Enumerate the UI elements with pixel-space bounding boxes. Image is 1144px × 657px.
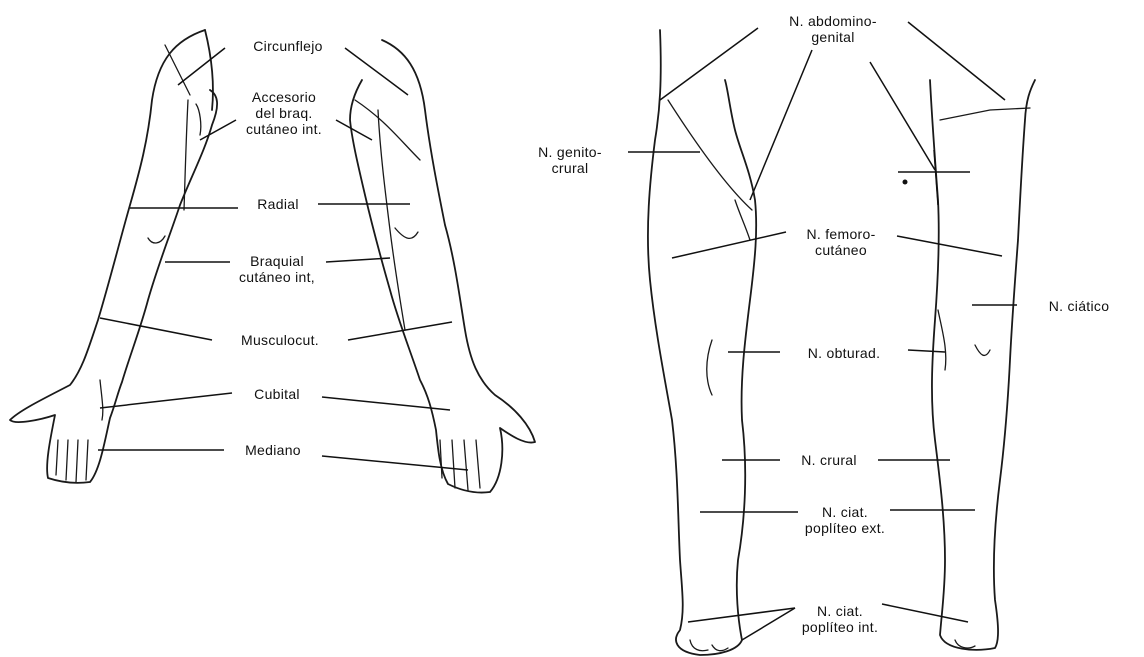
label-cubital: Cubital [232,386,322,402]
label-n-femoro-cutaneo: N. femoro- cutáneo [786,226,896,258]
label-n-obturador: N. obturad. [780,345,908,361]
label-circunflejo: Circunflejo [228,38,348,54]
label-n-ciatico-popliteo-interno: N. ciat. poplíteo int. [790,603,890,635]
label-mediano: Mediano [224,442,322,458]
leg-leader-lines [628,22,1017,640]
label-n-ciatico: N. ciático [1018,298,1140,314]
label-radial: Radial [238,196,318,212]
label-braquial-cutaneo-interno: Braquial cutáneo int, [224,253,330,285]
left-leg-drawing [648,30,756,655]
label-n-ciatico-popliteo-externo: N. ciat. poplíteo ext. [790,504,900,536]
right-arm-drawing [350,40,535,493]
label-accesorio-del-braquial-cutaneo-interno: Accesorio del braq. cutáneo int. [226,89,342,137]
left-arm-drawing [10,30,217,483]
label-n-crural: N. crural [780,452,878,468]
label-n-genito-crural: N. genito- crural [510,144,630,176]
label-n-abdomino-genital: N. abdomino- genital [758,13,908,45]
right-leg-drawing [930,80,1035,650]
label-musculocutaneo: Musculocut. [212,332,348,348]
